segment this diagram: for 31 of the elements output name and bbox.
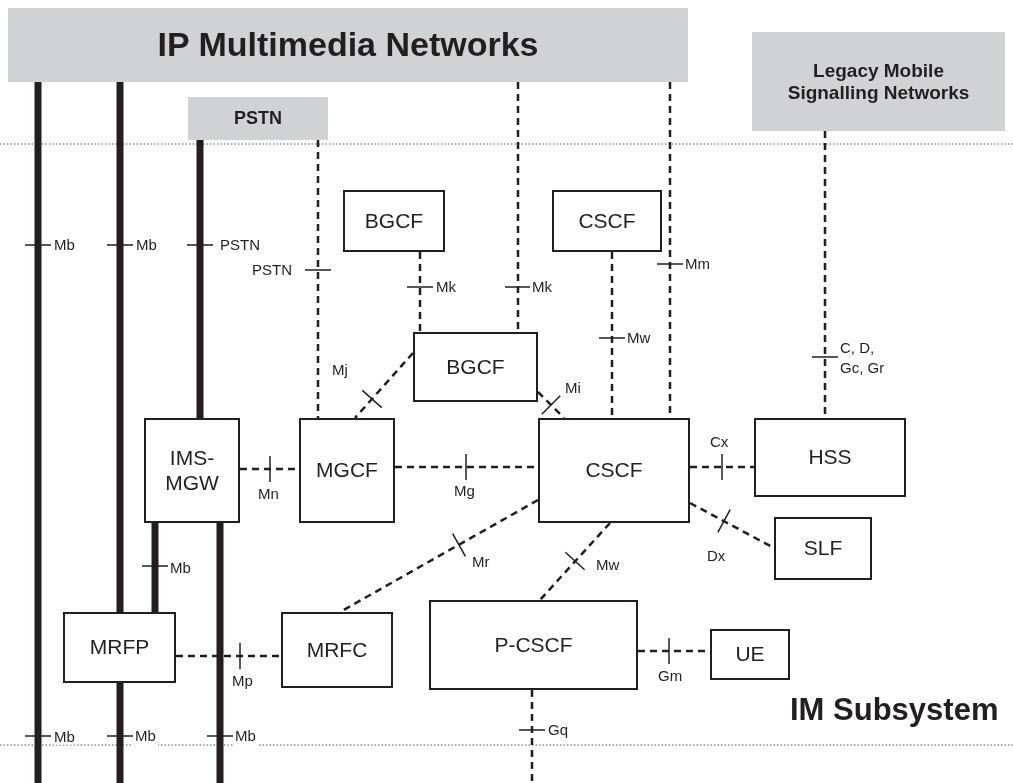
function-box: SLF xyxy=(774,517,872,580)
function-box: UE xyxy=(710,629,790,680)
function-box: BGCF xyxy=(413,332,538,402)
function-box: HSS xyxy=(754,418,906,497)
dashed-line xyxy=(316,140,320,418)
function-box: CSCF xyxy=(552,190,662,252)
dashed-line xyxy=(530,690,534,783)
thick-line xyxy=(216,523,224,783)
thick-line xyxy=(196,140,204,418)
subsystem-label: IM Subsystem xyxy=(790,692,999,728)
function-box: MGCF xyxy=(299,418,395,523)
function-box: CSCF xyxy=(538,418,690,523)
function-box: IMS- MGW xyxy=(144,418,240,523)
thick-line xyxy=(116,82,124,612)
function-box: P-CSCF xyxy=(429,600,638,690)
function-box: MRFP xyxy=(63,612,176,683)
dashed-line xyxy=(610,252,614,418)
dashed-line xyxy=(516,82,520,332)
network-band: IP Multimedia Networks xyxy=(8,8,688,82)
thick-line xyxy=(116,683,124,783)
dashed-line xyxy=(176,654,281,658)
function-box: MRFC xyxy=(281,612,393,688)
network-band: PSTN xyxy=(188,97,328,140)
function-box: BGCF xyxy=(343,190,445,252)
thick-line xyxy=(34,82,42,783)
network-band: Legacy Mobile Signalling Networks xyxy=(752,32,1005,131)
dashed-line xyxy=(354,352,414,419)
thick-line xyxy=(151,523,159,612)
dashed-line xyxy=(539,522,611,601)
dashed-line xyxy=(690,465,754,469)
dashed-line xyxy=(418,252,422,332)
